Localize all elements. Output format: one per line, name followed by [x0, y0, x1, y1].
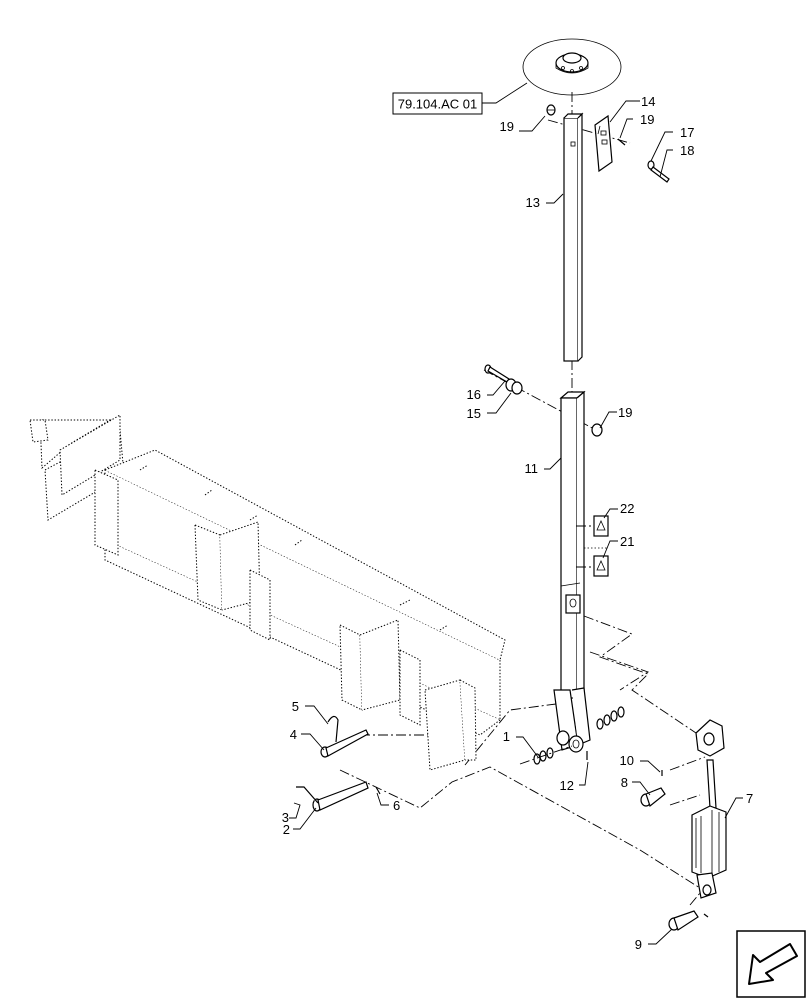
callout-15: 15	[467, 406, 481, 421]
reference-box[interactable]: 79.104.AC 01	[392, 82, 528, 115]
bracket-plate	[594, 114, 613, 173]
pin-8	[640, 787, 666, 808]
callout-12: 12	[560, 778, 574, 793]
pin-2	[296, 781, 369, 812]
callout-1: 1	[503, 729, 510, 744]
callout-5: 5	[292, 699, 299, 714]
washers	[533, 706, 625, 765]
callout-11: 11	[525, 461, 539, 476]
callout-19-top: 19	[500, 119, 514, 134]
main-frame	[29, 414, 506, 771]
callout-17: 17	[680, 125, 694, 140]
cylinder	[691, 719, 727, 899]
disc	[522, 38, 622, 96]
upper-tube	[563, 112, 584, 362]
pin-4	[320, 715, 369, 758]
callout-2: 2	[283, 822, 290, 837]
callout-4: 4	[290, 727, 297, 742]
decal-22	[593, 515, 609, 537]
callout-19-lower: 19	[618, 405, 632, 420]
callout-18: 18	[680, 143, 694, 158]
callout-3: 3	[282, 810, 289, 825]
lower-tube	[559, 390, 586, 699]
callout-8: 8	[621, 775, 628, 790]
callout-22: 22	[620, 501, 634, 516]
spacer-15	[505, 378, 523, 395]
callout-20: 19	[640, 112, 654, 127]
callout-21: 21	[620, 534, 634, 549]
callout-10: 10	[620, 753, 634, 768]
decal-21	[593, 555, 609, 577]
nut-lower	[591, 423, 603, 437]
reference-label: 79.104.AC 01	[398, 97, 478, 112]
callout-7: 7	[746, 791, 753, 806]
callout-6: 6	[393, 798, 400, 813]
nut-top	[546, 104, 556, 116]
callout-13: 13	[526, 195, 540, 210]
pivot-foot	[553, 687, 591, 753]
bolt-upper	[647, 160, 670, 183]
pin-9	[668, 910, 699, 931]
callout-9: 9	[635, 937, 642, 952]
callout-14: 14	[641, 94, 655, 109]
callouts: 19 14 19 17 18 13 16 15 19 11 22 21 1 12…	[282, 94, 753, 952]
callout-16: 16	[467, 387, 481, 402]
bolt-16	[484, 364, 510, 383]
arrow-down-left-icon[interactable]	[736, 930, 806, 998]
